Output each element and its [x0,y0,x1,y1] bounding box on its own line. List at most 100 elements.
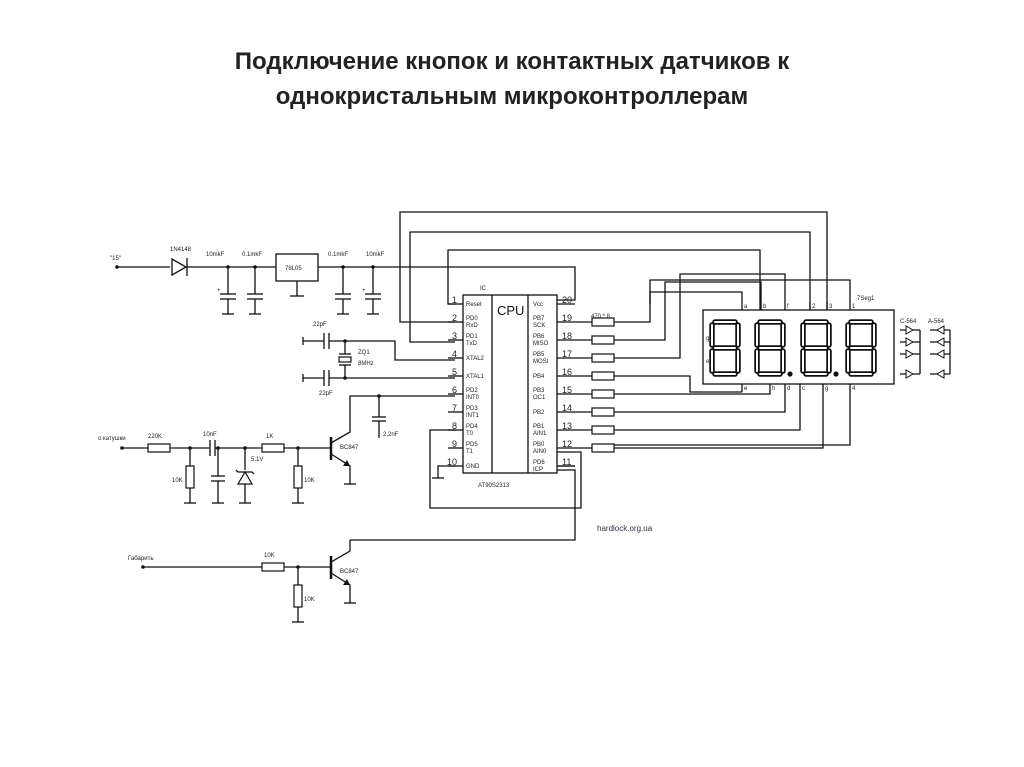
ic-pin-number: 9 [452,439,457,449]
ic-pin-name: PB3 [533,388,545,394]
res-array-resistor [591,353,615,363]
display-top-pin-label: 2 [812,304,816,310]
ic-part-label: AT90S2313 [478,483,510,489]
ic-pin-name: PB0 [533,442,545,448]
display-wire [614,392,801,431]
zener-label: 5.1V [251,457,263,463]
legend-led-diode [905,349,915,359]
ic-pin-alt: T1 [466,449,474,455]
ic-pin-name: PB2 [533,410,545,416]
cap-01b-label: 0.1mkF [328,252,348,258]
resistor-10k-b [293,465,303,489]
res-array-resistor [591,425,615,435]
res-array-resistor [591,443,615,453]
ic-pin-number: 19 [562,313,572,323]
res-10k-c-label: 10K [264,553,275,559]
transistor-bc847-2 [329,540,356,604]
input1-label: о катушки [98,436,126,442]
input2-label: Габарить [128,556,153,562]
res-array-resistor [591,407,615,417]
res-220k-label: 220K [148,434,162,440]
ic-body [462,294,558,474]
ic-pin-name: PD2 [466,388,478,394]
display-ref-label: 7Seg1 [857,296,875,302]
ic-pin-name: PD1 [466,334,478,340]
cap-01a-label: 0.1mkF [242,252,262,258]
display-wire [614,392,786,413]
cap-10nf-label: 10nF [203,432,217,438]
ic-pin-name: PD5 [466,442,478,448]
legend-led-diode [935,369,945,379]
display-bottom-pin-label: c [802,386,805,392]
legend-led-diode [905,369,915,379]
transistor2-label: BC847 [340,569,359,575]
ic-pin-number: 8 [452,421,457,431]
transistor1-label: BC847 [340,445,359,451]
power-supply-section: "15" 1N4148 78L05 10mkF 0.1mkF 0.1mkF 10… [110,247,576,315]
res-1k-label: 1K [266,434,273,440]
ic-pin-alt: MISO [533,341,549,347]
ic-pin-alt: T0 [466,431,474,437]
display-wire [614,273,786,359]
display-bottom-pin-label: d [787,386,790,392]
display-decimal-point [787,371,793,377]
resistor-10k-a [185,465,195,489]
ic-pin-name: XTAL2 [466,356,485,362]
svg-text:+: + [362,288,366,294]
ic-pin-alt: AIN1 [533,431,547,437]
display-wire [649,279,851,304]
ic-pin-name: Vcc [533,302,543,308]
ic-pin-name: XTAL1 [466,374,485,380]
ic-pin-number: 15 [562,385,572,395]
res-10k-b-label: 10K [304,478,315,484]
ic-pin-number: 16 [562,367,572,377]
crystal-label: ZQ1 [358,350,370,356]
capacitor-10mkf-out: + [362,265,381,315]
ic-pin-alt: INT1 [466,413,480,419]
ic-pin-number: 12 [562,439,572,449]
ic-pin-alt: TxD [466,341,478,347]
res-array-resistor [591,389,615,399]
legend-led-diode [935,337,945,347]
ic-pin-number: 7 [452,403,457,413]
display-top-pin-label: 1 [852,304,856,310]
ic-pin-number: 13 [562,421,572,431]
ic-pin-name: GND [466,464,480,470]
res-10k-a-label: 10K [172,478,183,484]
cap-out-label: 10mkF [366,252,385,258]
ic-pin-name: PD4 [466,424,478,430]
slide-title-line2: однокристальным микроконтроллерам [275,83,749,110]
diode-label: 1N4148 [170,247,192,253]
legend-led-diode [905,337,915,347]
ic-pin-name: PB5 [533,352,545,358]
cap-in-label: 10mkF [206,252,225,258]
legend-led-diode [935,325,945,335]
crystal-oscillator-section: 22pF ZQ1 8MHz 22pF [302,322,455,397]
ic-pin-number: 17 [562,349,572,359]
ic-pin-number: 4 [452,349,457,359]
ic-pin-name: PB1 [533,424,545,430]
input-gabarit-circuit: Габарить 10K 10K BC847 [128,469,576,623]
ic-pin-number: 18 [562,331,572,341]
ic-pin-name: PB4 [533,374,545,380]
ic-pin-name: PD3 [466,406,478,412]
ic-pin-number: 6 [452,385,457,395]
ic-pin-number: 14 [562,403,572,413]
ic-pin-name: PB7 [533,316,545,322]
ic-name-label: CPU [497,303,524,318]
ic-pin-alt: SCK [533,323,545,329]
resistor-220k [147,443,171,453]
watermark-label: hardlock.org.ua [597,524,653,533]
cap-22pf-a-label: 22pF [313,322,327,328]
ic-pin-number: 10 [447,457,457,467]
display-decimal-point [833,371,839,377]
crystal-freq-label: 8MHz [358,361,374,367]
display-top-pin-label: f [787,304,789,310]
ic-pin-name: PD0 [466,316,478,322]
res-array-resistor [591,371,615,381]
legend-led-diode [905,325,915,335]
